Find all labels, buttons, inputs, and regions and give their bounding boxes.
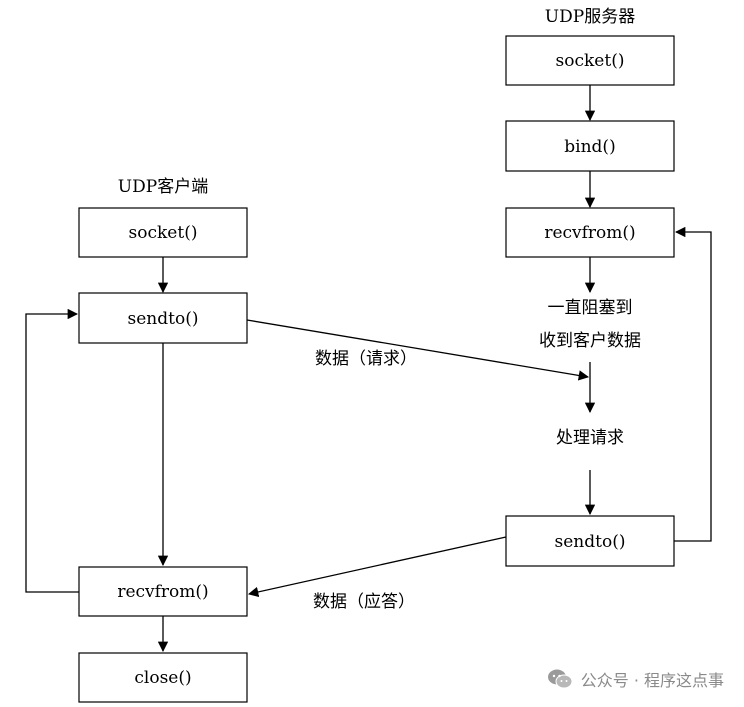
client-socket-box	[78, 207, 248, 258]
server-bind-label: bind()	[564, 137, 615, 157]
server-process-label: 处理请求	[556, 428, 624, 448]
server-recvfrom-label: recvfrom()	[544, 223, 635, 243]
server-sendto-label: sendto()	[555, 532, 626, 552]
client-close-label: close()	[134, 668, 191, 688]
response-arrow	[247, 536, 507, 598]
server-title: UDP服务器	[545, 7, 635, 27]
server-socket-label: socket()	[556, 51, 625, 71]
server-block-line2: 收到客户数据	[539, 331, 641, 351]
server-loop-arrow	[674, 226, 712, 542]
watermark: 公众号 · 程序这点事	[547, 667, 724, 691]
request-arrow	[246, 319, 590, 381]
client-socket-label: socket()	[129, 223, 198, 243]
server-socket-box	[505, 35, 675, 86]
server-block-line1: 一直阻塞到	[548, 298, 633, 318]
server-recvfrom-box	[505, 207, 675, 258]
watermark-text: 公众号 · 程序这点事	[580, 671, 724, 690]
response-label: 数据（应答）	[313, 592, 415, 612]
wechat-logo-icon	[547, 669, 573, 689]
client-title: UDP客户端	[118, 177, 208, 197]
client-recvfrom-box	[78, 566, 248, 617]
client-recvfrom-label: recvfrom()	[117, 582, 208, 602]
request-label: 数据（请求）	[315, 349, 417, 369]
client-close-box	[78, 652, 248, 703]
client-loop-arrow	[25, 308, 79, 593]
server-sendto-box	[505, 515, 675, 567]
server-bind-box	[505, 120, 675, 172]
client-sendto-label: sendto()	[128, 309, 199, 329]
client-sendto-box	[78, 292, 248, 344]
